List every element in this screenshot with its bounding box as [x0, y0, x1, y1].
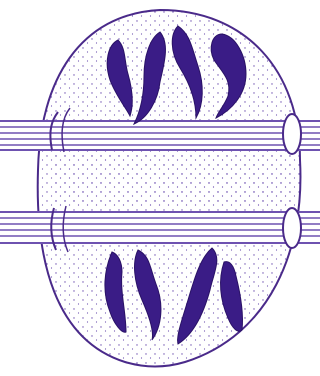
- central-region: [52, 150, 290, 208]
